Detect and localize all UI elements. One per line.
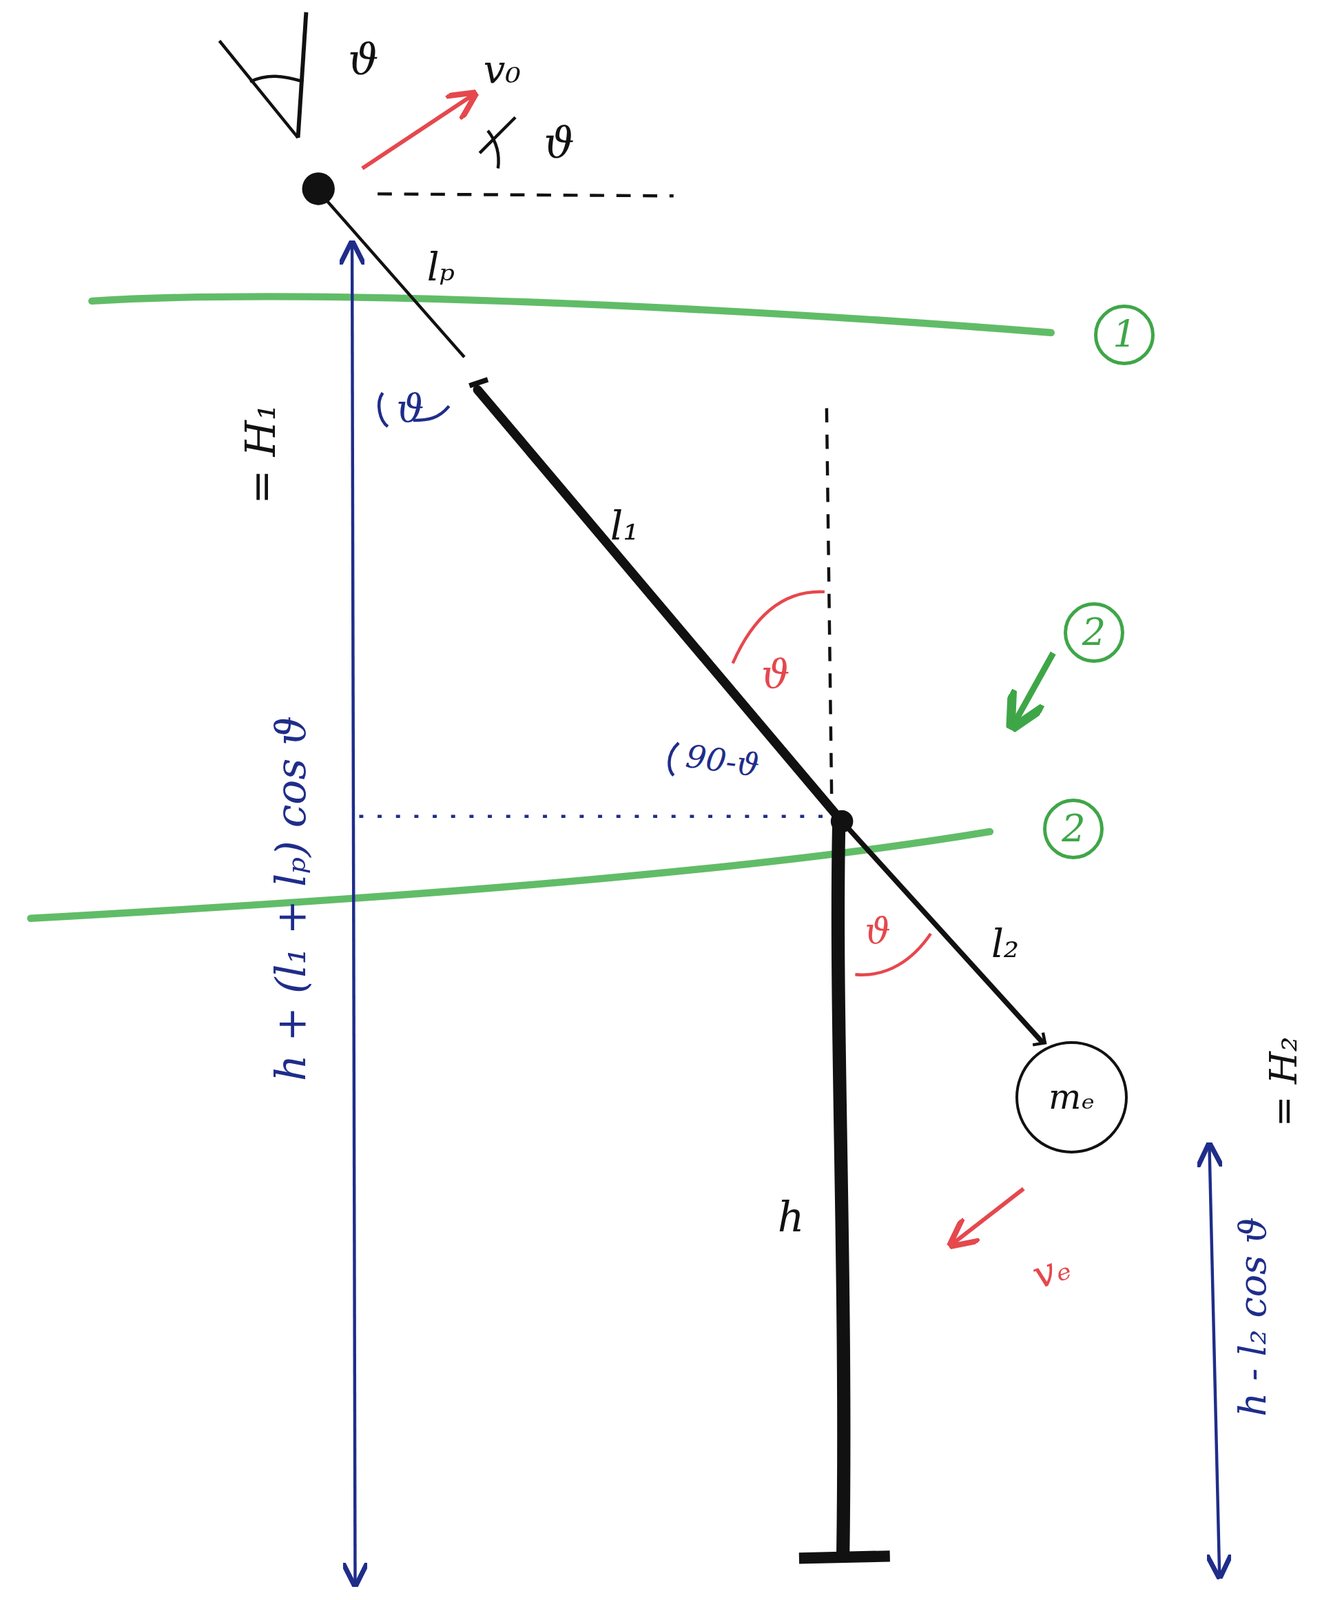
length-label: l₂: [991, 924, 1019, 964]
direction-arrow: [1012, 653, 1054, 727]
short-arm: [841, 821, 1044, 1043]
height-formula: h - l₂ cos ϑ: [1234, 1216, 1272, 1417]
horizontal-reference: [377, 193, 674, 196]
height-formula: h + (l₁ + lₚ) cos ϑ: [270, 715, 312, 1081]
node-text: 2: [1061, 810, 1086, 848]
pivot-point: [830, 810, 854, 833]
velocity-label: vₑ: [1027, 1246, 1075, 1296]
height-name: = H₁: [239, 403, 282, 505]
angle-label: 90-ϑ: [684, 739, 762, 781]
vertical-reference: [826, 407, 832, 804]
level-line: [91, 296, 1051, 333]
sling-line: [316, 188, 465, 357]
angle-mark: [479, 117, 516, 169]
angle-arc: [668, 742, 679, 776]
velocity-arrow: [951, 1188, 1024, 1245]
angle-symbol: ϑ: [864, 912, 891, 949]
mass-circle: mₑ: [1015, 1040, 1128, 1154]
node-text: 1: [1112, 316, 1137, 354]
support-post: [837, 824, 844, 1557]
length-label: l₁: [610, 505, 640, 546]
dotted-level: [358, 814, 825, 818]
position-number: 2: [1043, 798, 1104, 860]
angle-symbol: ϑ: [544, 121, 575, 164]
velocity-arrow: [362, 93, 475, 169]
velocity-label: v₀: [483, 50, 521, 89]
position-number: 2: [1063, 602, 1125, 663]
level-line: [30, 831, 990, 919]
angle-symbol: ϑ: [761, 653, 790, 694]
angle-symbol: ϑ: [396, 389, 424, 428]
height-arrow: [1209, 1144, 1220, 1577]
vertical-reference: [298, 12, 307, 138]
post-base: [799, 1555, 891, 1558]
angle-symbol: ϑ: [347, 37, 379, 81]
position-number: 1: [1093, 304, 1155, 366]
length-label: lₚ: [427, 248, 455, 287]
height-arrow: [352, 242, 355, 1584]
height-label: h: [777, 1195, 805, 1238]
height-name: = H₂: [1265, 1036, 1303, 1128]
arm-tip: [469, 379, 488, 386]
long-arm: [477, 389, 842, 822]
angle-mark: [219, 40, 303, 138]
node-text: mₑ: [1048, 1079, 1095, 1114]
node-text: 2: [1082, 613, 1106, 652]
projectile: [301, 172, 335, 205]
angle-arc: [733, 591, 825, 664]
arm-end: [1032, 1032, 1046, 1046]
